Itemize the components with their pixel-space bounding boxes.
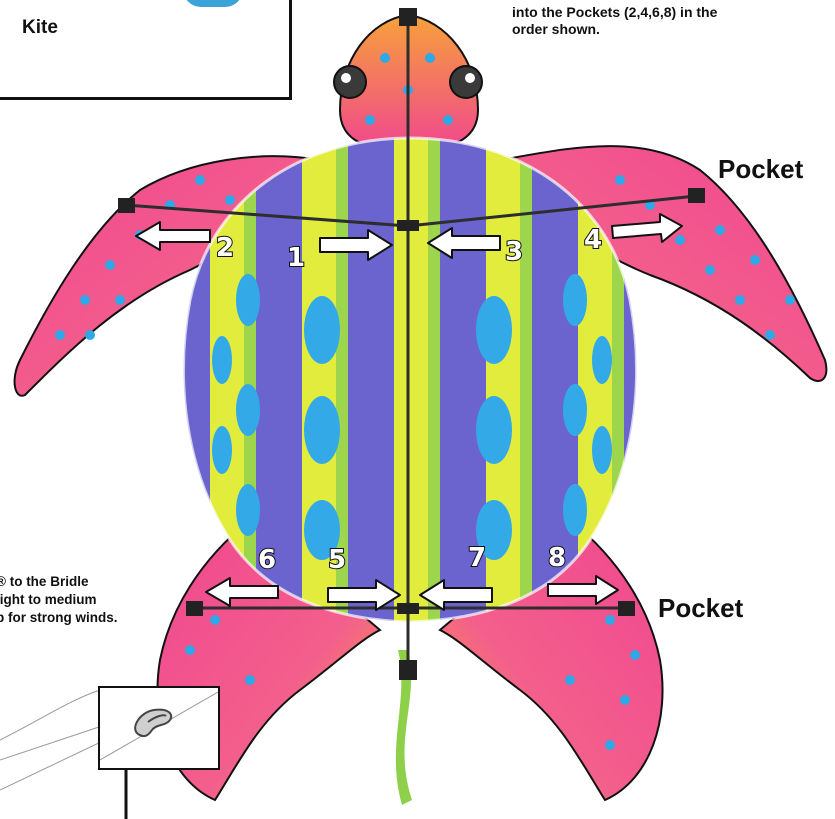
kite-inset-box [0, 0, 292, 100]
pocket-8 [618, 601, 635, 616]
instructions-line: order shown. [512, 21, 717, 38]
pocket-2 [118, 198, 135, 213]
step-1-number: 1 [287, 243, 305, 273]
bridle-note-line: light to medium [0, 591, 118, 609]
bridle-note: ® to the Bridle light to medium p for st… [0, 573, 118, 627]
bridle-note-line: ® to the Bridle [0, 573, 118, 591]
clip-icon [100, 688, 218, 768]
step-2-number: 2 [216, 233, 234, 263]
right-eye [450, 66, 482, 98]
kite-thumbnail [183, 0, 243, 7]
pocket-4 [688, 188, 705, 203]
step-8-number: 8 [548, 543, 566, 573]
step-6-number: 6 [258, 545, 276, 575]
inset-label: Kite [22, 17, 58, 39]
instructions-text: into the Pockets (2,4,6,8) in the order … [512, 4, 717, 38]
step-3-number: 3 [505, 237, 523, 267]
center-fitting-bottom [397, 603, 419, 614]
step-5-number: 5 [328, 545, 346, 575]
center-fitting-top [397, 220, 419, 231]
pocket-label-top: Pocket [718, 154, 803, 185]
step-7-number: 7 [468, 543, 486, 573]
step-4-number: 4 [584, 225, 602, 255]
tail-cap [399, 660, 417, 680]
clip-detail-box [98, 686, 220, 770]
bridle-note-line: p for strong winds. [0, 609, 118, 627]
pocket-6 [186, 601, 203, 616]
left-eye [334, 66, 366, 98]
pocket-label-bottom: Pocket [658, 593, 743, 624]
instructions-line: into the Pockets (2,4,6,8) in the [512, 4, 717, 21]
nose-cap [399, 8, 417, 26]
